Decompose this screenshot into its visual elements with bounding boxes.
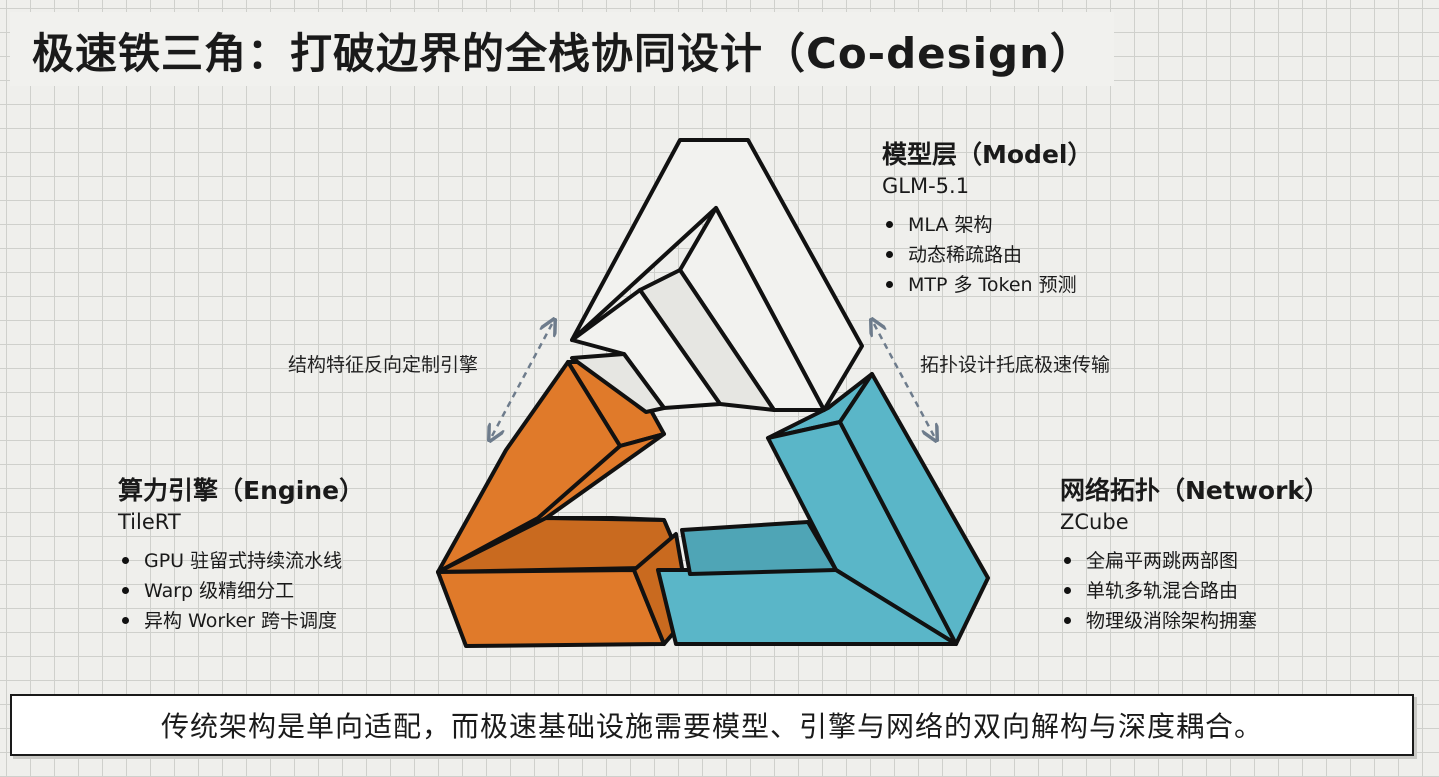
list-item-text: MLA 架构: [908, 214, 993, 236]
network-block: 网络拓扑（Network） ZCube 全扁平两跳两部图 单轨多轨混合路由 物理…: [1060, 476, 1329, 636]
list-item-text: 异构 Worker 跨卡调度: [144, 610, 338, 632]
relation-label-right: 拓扑设计托底极速传输: [920, 354, 1111, 376]
bullet-icon: [886, 281, 893, 288]
list-item: MTP 多 Token 预测: [882, 270, 1092, 300]
network-beam: [656, 372, 990, 646]
list-item: 单轨多轨混合路由: [1060, 576, 1329, 606]
list-item: MLA 架构: [882, 210, 1092, 240]
list-item: 物理级消除架构拥塞: [1060, 606, 1329, 636]
list-item: 动态稀疏路由: [882, 240, 1092, 270]
summary-banner: 传统架构是单向适配，而极速基础设施需要模型、引擎与网络的双向解构与深度耦合。: [10, 694, 1414, 756]
bullet-icon: [122, 587, 129, 594]
model-beam: [570, 138, 864, 414]
network-subtitle: ZCube: [1060, 510, 1129, 534]
bullet-icon: [886, 251, 893, 258]
list-item: GPU 驻留式持续流水线: [118, 546, 364, 576]
model-layer-block: 模型层（Model） GLM-5.1 MLA 架构 动态稀疏路由 MTP 多 T…: [882, 140, 1092, 300]
list-item-text: GPU 驻留式持续流水线: [144, 550, 343, 572]
bullet-icon: [886, 221, 893, 228]
bullet-icon: [122, 557, 129, 564]
model-layer-subtitle: GLM-5.1: [882, 174, 970, 198]
bullet-icon: [1064, 587, 1071, 594]
list-item: 异构 Worker 跨卡调度: [118, 606, 364, 636]
list-item-text: 单轨多轨混合路由: [1086, 580, 1239, 602]
engine-heading: 算力引擎（Engine）: [118, 476, 365, 505]
bullet-icon: [122, 617, 129, 624]
network-list: 全扁平两跳两部图 单轨多轨混合路由 物理级消除架构拥塞: [1060, 546, 1329, 636]
engine-beam: [436, 360, 692, 648]
bullet-icon: [1064, 557, 1071, 564]
model-layer-list: MLA 架构 动态稀疏路由 MTP 多 Token 预测: [882, 210, 1092, 300]
list-item-text: Warp 级精细分工: [144, 580, 295, 602]
bullet-icon: [1064, 617, 1071, 624]
list-item-text: 动态稀疏路由: [908, 244, 1023, 266]
relation-label-left: 结构特征反向定制引擎: [288, 354, 479, 376]
list-item-text: 全扁平两跳两部图: [1086, 550, 1239, 572]
engine-block: 算力引擎（Engine） TileRT GPU 驻留式持续流水线 Warp 级精…: [118, 476, 364, 636]
model-layer-heading: 模型层（Model）: [882, 140, 1093, 169]
summary-text: 传统架构是单向适配，而极速基础设施需要模型、引擎与网络的双向解构与深度耦合。: [160, 710, 1263, 743]
list-item-text: MTP 多 Token 预测: [908, 274, 1077, 296]
list-item: Warp 级精细分工: [118, 576, 364, 606]
title-panel: [10, 12, 1114, 86]
list-item: 全扁平两跳两部图: [1060, 546, 1329, 576]
page-title: 极速铁三角：打破边界的全栈协同设计（Co-design）: [32, 29, 1094, 78]
network-heading: 网络拓扑（Network）: [1060, 476, 1330, 505]
engine-subtitle: TileRT: [118, 510, 181, 534]
engine-list: GPU 驻留式持续流水线 Warp 级精细分工 异构 Worker 跨卡调度: [118, 546, 364, 636]
list-item-text: 物理级消除架构拥塞: [1086, 610, 1258, 632]
